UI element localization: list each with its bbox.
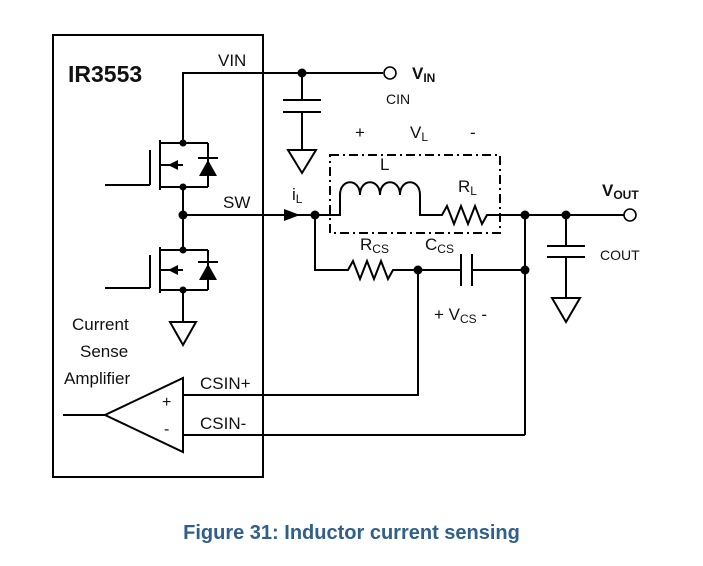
ccs-capacitor xyxy=(455,254,525,286)
vin-wire xyxy=(182,72,383,140)
amp-minus: - xyxy=(164,421,169,438)
rcs-resistor xyxy=(342,258,455,282)
pin-sw-label: SW xyxy=(223,193,250,212)
cout-capacitor xyxy=(547,215,585,324)
vout-label: VOUT xyxy=(602,181,639,202)
ic-box xyxy=(52,34,264,478)
vin-label: VIN xyxy=(412,64,435,85)
cin-capacitor xyxy=(283,73,321,175)
cout-label: COUT xyxy=(600,247,640,263)
vl-plus: + xyxy=(355,123,365,142)
inductor-label: L xyxy=(380,155,389,174)
figure-caption: Figure 31: Inductor current sensing xyxy=(183,522,520,544)
vin-terminal xyxy=(383,66,397,80)
rl-resistor xyxy=(432,203,525,227)
cin-label: CIN xyxy=(386,91,410,107)
vl-minus: - xyxy=(470,123,476,142)
amp-plus: + xyxy=(162,394,171,411)
ls-source-junction xyxy=(179,286,187,294)
inductor-coil xyxy=(315,181,432,216)
current-sense-amplifier xyxy=(102,376,184,454)
hs-drain-junction xyxy=(179,139,187,147)
pin-csin-plus-label: CSIN+ xyxy=(200,374,251,393)
vcs-label: + VCS - xyxy=(434,305,487,326)
pin-csin-minus-label: CSIN- xyxy=(200,414,246,433)
amp-label-line1: Current xyxy=(72,315,129,334)
ls-drain-junction xyxy=(179,246,187,254)
inductor-model-box xyxy=(329,154,501,234)
amp-label-line3: Amplifier xyxy=(64,369,130,388)
chip-name: IR3553 xyxy=(68,61,142,87)
ccs-label: CCS xyxy=(425,235,454,256)
amp-label-line2: Sense xyxy=(80,342,128,361)
il-label: iL xyxy=(292,185,303,206)
pin-vin-label: VIN xyxy=(218,51,246,70)
rcs-wire xyxy=(314,215,342,271)
rcs-label: RCS xyxy=(360,235,389,256)
vout-terminal xyxy=(623,208,637,222)
csin-plus-wire xyxy=(183,270,419,396)
high-side-mosfet xyxy=(105,140,218,215)
hs-source-junction xyxy=(179,183,187,191)
il-arrow xyxy=(284,209,300,221)
vl-label: VL xyxy=(410,123,428,144)
rl-label: RL xyxy=(458,177,477,198)
